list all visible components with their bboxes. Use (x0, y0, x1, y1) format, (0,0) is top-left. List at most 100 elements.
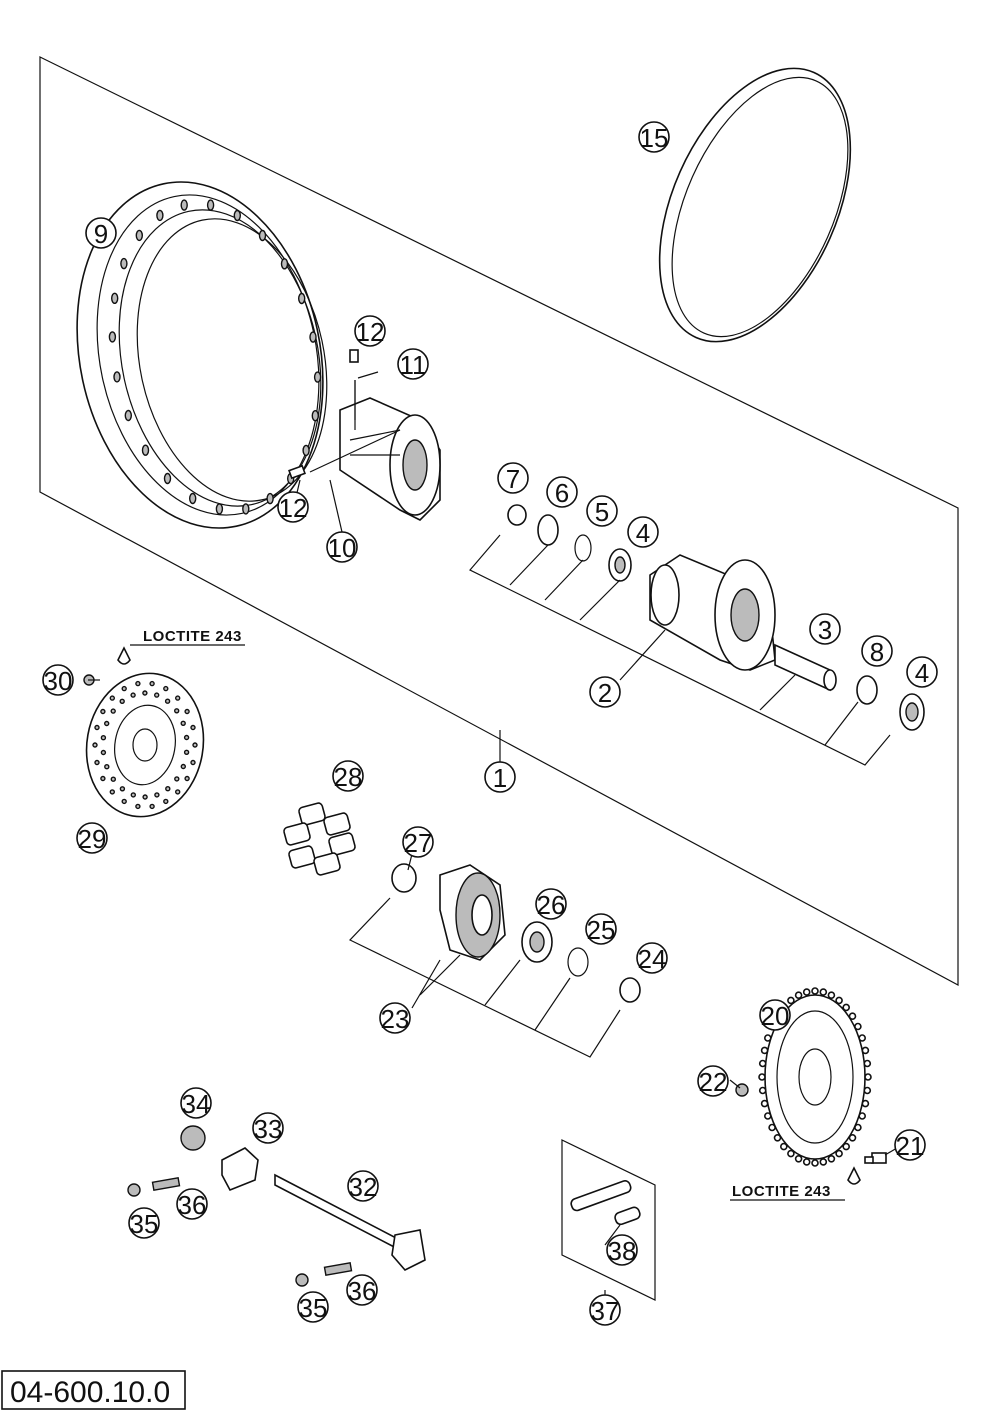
wheel-rim-part (76, 181, 328, 529)
callout-20: 20 (759, 999, 791, 1031)
sprocket-tooth (768, 1123, 776, 1132)
disc-vent-hole (183, 749, 190, 755)
rim-spoke-hole (242, 503, 250, 515)
loctite-note-upper: LOCTITE 243 (143, 628, 242, 645)
svg-text:9: 9 (94, 219, 108, 249)
svg-text:3: 3 (818, 615, 832, 645)
sprocket-tooth (835, 1149, 843, 1158)
disc-vent-hole (121, 685, 127, 692)
sprocket-bolt-part (847, 1152, 887, 1185)
sprocket-tooth (802, 1158, 811, 1166)
disc-vent-hole (173, 708, 180, 714)
disc-vent-hole (142, 794, 148, 800)
rear-sprocket-part (758, 987, 872, 1167)
svg-text:37: 37 (591, 1296, 620, 1326)
svg-text:38: 38 (608, 1236, 637, 1266)
disc-vent-hole (94, 724, 100, 731)
rim-spoke-hole (141, 444, 150, 456)
leader-line-group-lower (349, 897, 621, 1058)
callout-26: 26 (535, 888, 567, 920)
rim-spoke-hole (188, 492, 197, 505)
svg-text:12: 12 (279, 493, 308, 523)
rim-spoke-hole (233, 209, 242, 222)
callout-32: 32 (347, 1170, 379, 1202)
disc-vent-hole (149, 803, 155, 810)
svg-text:22: 22 (699, 1067, 728, 1097)
bearing-part (899, 693, 925, 731)
disc-vent-hole (100, 735, 107, 741)
diagram-code-box: 04-600.10.0 (1, 1370, 186, 1410)
sprocket-tooth (758, 1086, 767, 1095)
disc-vent-hole (183, 734, 190, 741)
callout-10: 10 (326, 531, 358, 563)
diagram-code: 04-600.10.0 (10, 1376, 170, 1409)
disc-vent-hole (100, 749, 107, 756)
svg-text:7: 7 (506, 464, 520, 494)
callout-35-upper: 35 (128, 1207, 160, 1239)
loctite-note-lower: LOCTITE 243 (732, 1183, 831, 1200)
hub-with-spokes-part (288, 349, 441, 521)
disc-vent-hole (174, 789, 181, 795)
callout-38: 38 (606, 1234, 638, 1266)
disc-vent-hole (92, 742, 98, 748)
disc-vent-hole (149, 680, 155, 687)
bearing-row-upper (507, 504, 632, 582)
sprocket-tooth (842, 1003, 851, 1012)
rim-spoke-hole (311, 410, 319, 422)
rim-spoke-hole (215, 503, 224, 515)
rim-spoke-hole (313, 371, 322, 383)
callout-37: 37 (589, 1294, 621, 1326)
sprocket-tooth (794, 991, 803, 1000)
svg-text:24: 24 (638, 944, 667, 974)
sprocket-tooth (854, 1123, 862, 1132)
rim-spoke-hole (180, 199, 188, 211)
rim-spoke-hole (258, 229, 267, 242)
svg-text:30: 30 (44, 666, 73, 696)
sprocket-tooth (827, 991, 836, 1000)
svg-text:23: 23 (381, 1004, 410, 1034)
sprocket-tooth (763, 1112, 772, 1120)
sprocket-tooth (835, 996, 843, 1005)
disc-vent-hole (110, 708, 116, 714)
callout-30: 30 (42, 664, 74, 696)
svg-text:1: 1 (493, 763, 507, 793)
disc-vent-hole (109, 695, 116, 701)
svg-text:26: 26 (537, 890, 566, 920)
sprocket-tooth (758, 1073, 766, 1081)
sprocket-tooth (794, 1155, 803, 1163)
brake-disc-part (85, 672, 205, 818)
disc-vent-hole (100, 708, 106, 715)
washer-part (856, 675, 878, 705)
spacer-tube-part (774, 643, 837, 692)
callout-36-upper: 36 (176, 1188, 208, 1220)
callout-layer: 1 2 3 4 4 5 6 7 8 9 10 11 12 12 15 20 21… (42, 121, 938, 1326)
callout-5: 5 (586, 495, 618, 527)
callout-4-lower: 4 (906, 656, 938, 688)
rim-spoke-hole (135, 229, 144, 242)
callout-25: 25 (585, 913, 617, 945)
callout-3: 3 (809, 613, 841, 645)
svg-text:10: 10 (328, 533, 357, 563)
callout-22: 22 (697, 1065, 729, 1097)
disc-vent-hole (130, 792, 137, 798)
sprocket-tooth (819, 988, 828, 996)
svg-text:34: 34 (182, 1089, 211, 1119)
rim-spoke-hole (266, 492, 274, 505)
disc-vent-hole (109, 789, 116, 795)
disc-vent-hole (135, 680, 141, 687)
rim-spoke-hole (280, 258, 289, 270)
rim-spoke-hole (298, 292, 306, 305)
svg-text:36: 36 (178, 1190, 207, 1220)
svg-text:21: 21 (896, 1131, 925, 1161)
callout-4-upper: 4 (627, 516, 659, 548)
callout-2: 2 (589, 676, 621, 708)
disc-vent-hole (119, 786, 126, 792)
assembly-frame (39, 56, 959, 987)
disc-vent-hole (103, 720, 110, 727)
callout-21: 21 (894, 1129, 926, 1161)
callout-27: 27 (402, 826, 434, 858)
svg-text:36: 36 (348, 1276, 377, 1306)
svg-text:4: 4 (915, 658, 929, 688)
sprocket-tooth (811, 987, 819, 995)
